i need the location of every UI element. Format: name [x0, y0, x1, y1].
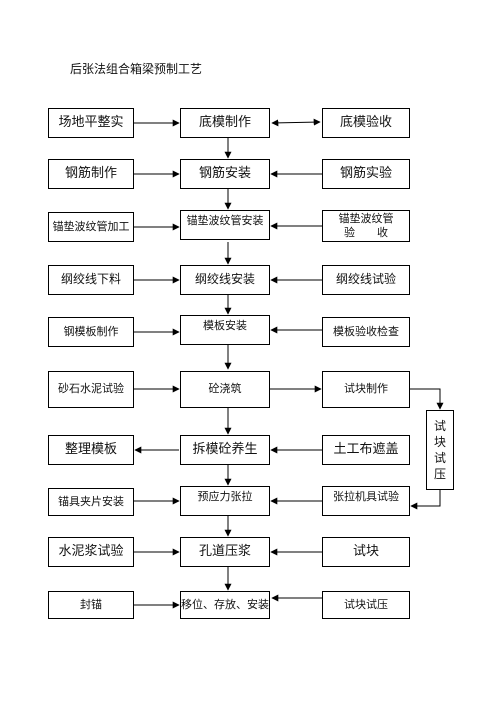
- rebar-test-box: 钢筋实验: [322, 159, 410, 189]
- demolding-curing-box: 拆模砼养生: [180, 435, 270, 465]
- strand-install-box: 纲绞线安装: [180, 265, 270, 295]
- anchor-duct-processing-box: 锚垫波纹管加工: [48, 212, 134, 242]
- page-title: 后张法组合箱梁预制工艺: [70, 62, 203, 76]
- bottom-form-acceptance-box: 底模验收: [322, 108, 410, 138]
- anchor-wedge-install-box: 锚具夹片安装: [48, 488, 134, 516]
- aggregate-cement-test-box: 砂石水泥试验: [48, 371, 134, 408]
- specimen-compression-side-box: 试 块 试 压: [426, 410, 454, 490]
- arrow-side-to-tension: [410, 490, 441, 510]
- bottom-form-making-box: 底模制作: [180, 108, 270, 138]
- duct-grouting-box: 孔道压浆: [180, 537, 270, 567]
- specimen-compression-box: 试块试压: [322, 591, 410, 619]
- tensioning-equipment-test-box: 张拉机具试验: [322, 486, 410, 516]
- anchor-duct-acceptance-box: 锚垫波纹管 验 收: [322, 210, 410, 242]
- form-install-box: 模板安装: [180, 315, 270, 345]
- strand-cutting-box: 纲绞线下料: [48, 265, 134, 295]
- strand-test-box: 纲绞线试验: [322, 265, 410, 295]
- site-leveling-box: 场地平整实: [48, 108, 134, 138]
- form-inspection-box: 模板验收检查: [322, 317, 410, 347]
- specimen-box: 试块: [322, 537, 410, 567]
- concrete-pouring-box: 砼浇筑: [180, 371, 270, 408]
- arrow-specimen-to-side: [410, 388, 444, 410]
- anchor-duct-install-box: 锚垫波纹管安装: [180, 210, 270, 240]
- form-tidying-box: 整理模板: [48, 435, 134, 465]
- prestress-tensioning-box: 预应力张拉: [180, 486, 270, 516]
- grout-test-box: 水泥浆试验: [48, 537, 134, 567]
- rebar-install-box: 钢筋安装: [180, 159, 270, 189]
- anchor-sealing-box: 封锚: [48, 591, 134, 619]
- move-store-install-box: 移位、存放、安装: [180, 591, 270, 619]
- arrow-r1-right: [271, 118, 321, 127]
- rebar-making-box: 钢筋制作: [48, 159, 134, 189]
- geotextile-cover-box: 土工布遮盖: [322, 435, 410, 465]
- specimen-making-box: 试块制作: [322, 371, 410, 408]
- steel-form-making-box: 钢模板制作: [48, 317, 134, 347]
